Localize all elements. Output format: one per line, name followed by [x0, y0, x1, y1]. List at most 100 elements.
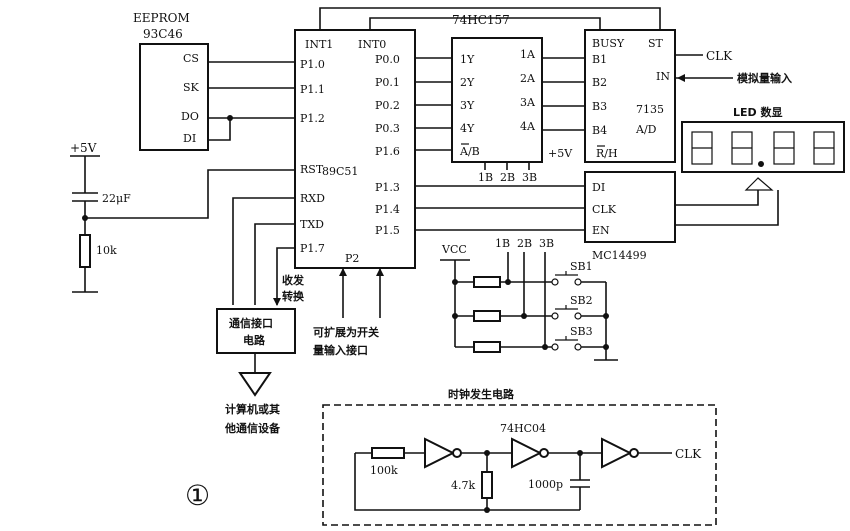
expand-line1: 可扩展为开关: [313, 325, 379, 339]
comm-interface-box: [216, 308, 296, 354]
switch-sb3: [551, 343, 559, 351]
inverter-3: [601, 437, 633, 469]
txrx-label-1: 收发: [282, 273, 305, 287]
comm-output-arrow: [238, 372, 272, 397]
clock-r2: [481, 471, 493, 499]
mux-pin-4a: 4A: [520, 120, 536, 133]
key-pullup-resistor: [473, 341, 501, 353]
mux-pin-1y: 1Y: [460, 53, 475, 66]
mux-pin-1b: 1B: [478, 171, 493, 184]
adc-pin-b1: B1: [592, 53, 607, 66]
adc-clk-label: CLK: [706, 49, 733, 63]
mcu-pin-p13: P1.3: [375, 181, 400, 194]
eeprom-pin-cs: CS: [183, 52, 199, 65]
comm-target-line1: 计算机或其: [225, 402, 280, 416]
led-display: LED 数显: [681, 105, 845, 191]
clock-c1-label: 1000p: [528, 478, 563, 491]
mux-pin-2y: 2Y: [460, 76, 475, 89]
inverter-2: [511, 437, 543, 469]
eeprom-bus: [208, 61, 295, 141]
data-bus: [415, 57, 585, 170]
clock-out-label: CLK: [675, 447, 702, 461]
mcu-pin-p2: P2: [345, 252, 359, 265]
analog-input-label: 模拟量输入: [737, 71, 792, 85]
figure-number: ①: [185, 479, 210, 512]
mcu-pin-p16: P1.6: [375, 145, 400, 158]
inverter-1: [424, 437, 456, 469]
mcu-pin-rxd: RXD: [300, 192, 325, 205]
eeprom-pin-do: DO: [181, 110, 199, 123]
mux-pin-2a: 2A: [520, 72, 536, 85]
mcu-89c51: INT1 INT0 P1.0 P1.1 P1.2 RST RXD TXD P1.…: [294, 29, 416, 269]
mux-pin-4y: 4Y: [460, 122, 475, 135]
expand-line2: 量输入接口: [313, 343, 368, 357]
reset-resistor: [79, 234, 91, 268]
mux-pin-3a: 3A: [520, 96, 536, 109]
mcu-pin-p14: P1.4: [375, 203, 400, 216]
driver-part: MC14499: [592, 249, 647, 262]
key-pullup-resistor: [473, 276, 501, 288]
key-pullup-resistor: [473, 310, 501, 322]
switch-sb1-label: SB1: [570, 260, 593, 273]
comm-target-line2: 他通信设备: [224, 421, 281, 435]
res-label: 10k: [96, 244, 117, 257]
vcc-label: VCC: [441, 243, 467, 256]
clock-r1-label: 100k: [370, 464, 398, 477]
adc-pin-st: ST: [648, 37, 664, 50]
mux-body: [451, 37, 543, 163]
comm-box-line1: 通信接口: [229, 316, 273, 330]
key-matrix: VCC 1B 2B 3B SB1 SB2 SB3: [440, 237, 618, 361]
mux-pin-3y: 3Y: [460, 99, 475, 112]
switch-sb3-label: SB3: [570, 325, 593, 338]
mcu-body: [294, 29, 416, 269]
vplus-label: +5V: [70, 141, 97, 155]
mux-part: 74HC157: [452, 13, 510, 27]
mux-pin-ab: A/B: [459, 145, 480, 158]
mcu-pin-p01: P0.1: [375, 76, 400, 89]
driver-pin-en: EN: [592, 224, 610, 237]
adc-pin-rh: R/H: [596, 147, 618, 160]
mcu-pin-p02: P0.2: [375, 99, 400, 112]
display-bus: [415, 185, 779, 231]
mux-pin-1a: 1A: [520, 48, 536, 61]
adc-func: A/D: [635, 123, 657, 136]
clock-generator: 时钟发生电路 74HC04 100k CLK 4.7k 1000p: [322, 387, 717, 526]
mux-74hc157: 74HC157 1Y 2Y 3Y 4Y A/B 1A 2A 3A 4A 1B 2…: [451, 13, 543, 184]
mcu-pin-int1: INT1: [305, 38, 333, 51]
eeprom-pin-di: DI: [183, 132, 196, 145]
clock-gate-part: 74HC04: [500, 422, 546, 435]
driver-pin-di: DI: [592, 181, 605, 194]
switch-sb2: [551, 312, 559, 320]
mcu-pin-p17: P1.7: [300, 242, 325, 255]
driver-mc14499: DI CLK EN MC14499: [584, 171, 676, 262]
serial-comm: 收发 转换 通信接口 电路 计算机或其 他通信设备: [216, 197, 305, 435]
cap-label: 22μF: [102, 192, 131, 205]
eeprom-title: EEPROM: [133, 11, 190, 25]
clock-title: 时钟发生电路: [448, 387, 515, 401]
eeprom-93c46: EEPROM 93C46 CS SK DO DI: [133, 11, 209, 151]
switch-sb2-label: SB2: [570, 294, 593, 307]
mcu-pin-p12: P1.2: [300, 112, 325, 125]
mcu-pin-p00: P0.0: [375, 53, 400, 66]
mcu-part: 89C51: [322, 165, 358, 178]
eeprom-part: 93C46: [143, 27, 183, 41]
adc-pin-5v: +5V: [548, 147, 573, 160]
adc-pin-b3: B3: [592, 100, 607, 113]
txrx-label-2: 转换: [282, 289, 305, 303]
clock-r2-label: 4.7k: [451, 479, 475, 492]
clock-dashed-frame: [322, 404, 717, 526]
led-drive-arrow: [744, 177, 774, 191]
adc-pin-in: IN: [656, 70, 670, 83]
key-col-2b: 2B: [517, 237, 532, 250]
p2-expansion: 可扩展为开关 量输入接口: [313, 268, 384, 357]
mcu-pin-p03: P0.3: [375, 122, 400, 135]
mux-pin-3b: 3B: [522, 171, 537, 184]
driver-body: [584, 171, 676, 243]
mcu-pin-rst: RST: [300, 163, 324, 176]
led-title: LED 数显: [733, 105, 782, 119]
mcu-pin-p10: P1.0: [300, 58, 325, 71]
mcu-pin-p15: P1.5: [375, 224, 400, 237]
adc-pin-busy: BUSY: [592, 37, 625, 50]
eeprom-pin-sk: SK: [183, 81, 200, 94]
